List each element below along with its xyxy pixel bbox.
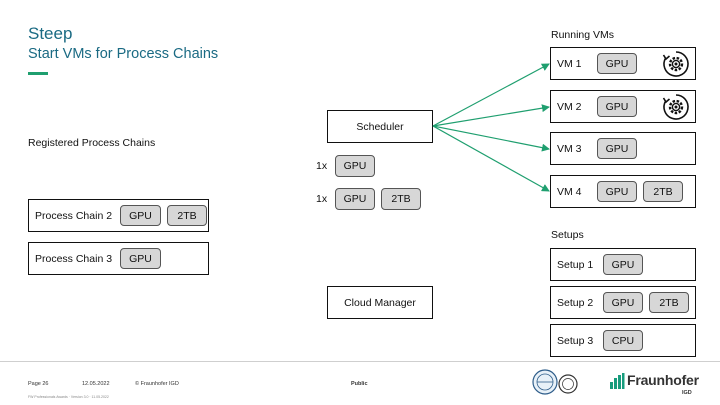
request-1-count: 1x <box>316 160 328 172</box>
fraunhofer-logo-text: Fraunhofer <box>627 372 699 388</box>
vm-2-name: VM 2 <box>557 100 582 113</box>
vm-4-2tb-chip: 2TB <box>643 181 683 202</box>
process-chain-3-name: Process Chain 3 <box>35 252 113 265</box>
vm-2-gpu-chip: GPU <box>597 96 637 117</box>
vm-4-name: VM 4 <box>557 185 582 198</box>
request-2-count: 1x <box>316 193 328 205</box>
arrow-to-vm-1 <box>432 63 550 127</box>
process-chain-3-gpu-chip: GPU <box>120 248 161 269</box>
arrow-to-vm-2 <box>432 104 550 127</box>
vm-3-name: VM 3 <box>557 142 582 155</box>
request-2-2tb-chip: 2TB <box>381 188 421 210</box>
gears-icon <box>662 51 689 77</box>
request-2-gpu-chip: GPU <box>335 188 375 210</box>
footer-copyright: © Fraunhofer IGD <box>135 381 179 387</box>
setup-3-cpu-chip: CPU <box>603 330 643 351</box>
fraunhofer-logo-sub: IGD <box>682 390 692 396</box>
footer-divider <box>0 361 720 362</box>
vm-1-name: VM 1 <box>557 57 582 70</box>
request-1-gpu-chip: GPU <box>335 155 375 177</box>
cloud-manager-box: Cloud Manager <box>327 286 433 319</box>
arrow-to-vm-3 <box>432 125 550 152</box>
setup-2-gpu-chip: GPU <box>603 292 643 313</box>
vm-4-gpu-chip: GPU <box>597 181 637 202</box>
certification-seal-icons <box>532 369 578 395</box>
setup-1-name: Setup 1 <box>557 258 594 271</box>
footer-small-print: FW Professionals Awards · Version 3.0 · … <box>28 395 109 399</box>
process-chain-2-gpu-chip: GPU <box>120 205 161 226</box>
slide-title: Steep <box>28 24 73 43</box>
footer-page-number: Page 26 <box>28 381 49 387</box>
fraunhofer-logo-icon <box>610 373 625 389</box>
arrow-to-vm-4 <box>432 125 550 192</box>
slide-subtitle: Start VMs for Process Chains <box>28 46 219 62</box>
title-accent-bar <box>28 72 48 75</box>
process-chain-2-name: Process Chain 2 <box>35 209 113 222</box>
scheduler-label: Scheduler <box>356 120 404 133</box>
setups-label: Setups <box>551 229 584 241</box>
vm-3-box: VM 3 <box>550 132 696 165</box>
vm-3-gpu-chip: GPU <box>597 138 637 159</box>
setup-2-name: Setup 2 <box>557 296 594 309</box>
process-chain-3-box: Process Chain 3 <box>28 242 209 275</box>
footer-classification: Public <box>351 381 368 387</box>
cloud-manager-label: Cloud Manager <box>344 296 416 309</box>
running-vms-label: Running VMs <box>551 29 615 41</box>
setup-1-gpu-chip: GPU <box>603 254 643 275</box>
footer-date: 12.05.2022 <box>82 381 110 387</box>
gears-icon <box>662 94 689 120</box>
vm-1-gpu-chip: GPU <box>597 53 637 74</box>
setup-2-2tb-chip: 2TB <box>649 292 689 313</box>
process-chain-2-2tb-chip: 2TB <box>167 205 207 226</box>
setup-3-name: Setup 3 <box>557 334 594 347</box>
scheduler-box: Scheduler <box>327 110 433 143</box>
registered-chains-label: Registered Process Chains <box>28 137 156 149</box>
